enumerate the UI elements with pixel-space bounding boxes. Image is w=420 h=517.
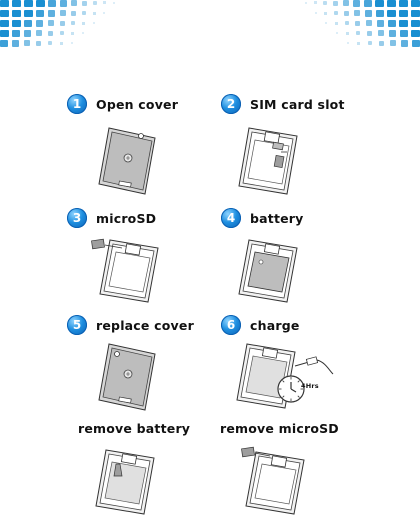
step-title: replace cover [96, 318, 194, 333]
step-1-heading: 1 Open cover [67, 94, 178, 114]
remove-battery-illustration [92, 446, 164, 516]
step-title: battery [250, 211, 304, 226]
remove-microsd-heading: remove microSD [220, 421, 339, 436]
microsd-illustration [88, 236, 166, 304]
step-title: charge [250, 318, 300, 333]
open-cover-illustration [95, 122, 165, 198]
step-3-heading: 3 microSD [67, 208, 156, 228]
remove-microsd-illustration [234, 446, 314, 516]
corner-pattern-right [295, 0, 420, 50]
step-number-badge: 6 [221, 315, 241, 335]
step-2-heading: 2 SIM card slot [221, 94, 345, 114]
battery-illustration [235, 236, 307, 304]
step-number-badge: 1 [67, 94, 87, 114]
step-title: SIM card slot [250, 97, 345, 112]
step-number-badge: 5 [67, 315, 87, 335]
step-number-badge: 3 [67, 208, 87, 228]
charge-duration-label: 4Hrs [301, 382, 319, 390]
step-number-badge: 2 [221, 94, 241, 114]
step-4-heading: 4 battery [221, 208, 304, 228]
corner-pattern-left [0, 0, 125, 50]
step-5-heading: 5 replace cover [67, 315, 194, 335]
replace-cover-illustration [95, 340, 165, 414]
step-number-badge: 4 [221, 208, 241, 228]
step-title: Open cover [96, 97, 178, 112]
step-title: microSD [96, 211, 156, 226]
remove-battery-heading: remove battery [78, 421, 190, 436]
sim-slot-illustration [235, 122, 310, 198]
step-6-heading: 6 charge [221, 315, 300, 335]
